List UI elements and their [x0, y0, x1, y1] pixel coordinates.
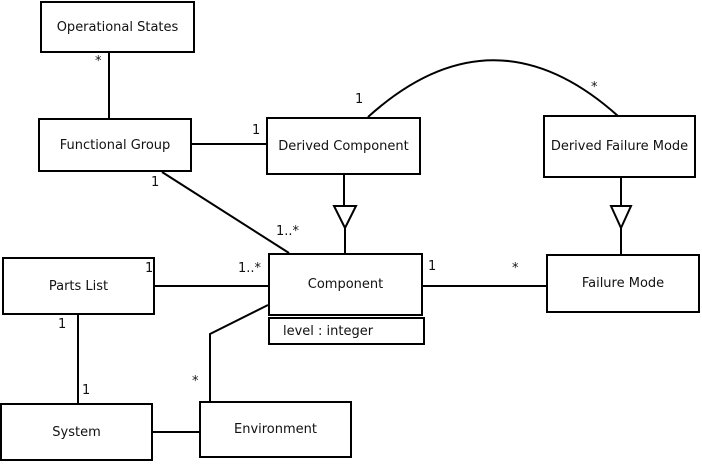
multiplicity-label: * [591, 80, 598, 95]
multiplicity-label: 1..* [238, 261, 262, 276]
connector-environment-component [209, 304, 269, 401]
class-component: Component [268, 253, 423, 316]
class-name-label: Component [307, 277, 384, 292]
class-name-label: Parts List [48, 278, 109, 294]
multiplicity-label: 1 [151, 175, 160, 190]
class-parts-list: Parts List [2, 257, 155, 315]
class-failure-mode: Failure Mode [546, 254, 700, 313]
attribute-label: level : integer [283, 323, 374, 339]
class-name-label: Derived Failure Mode [550, 139, 689, 154]
multiplicity-label: 1 [145, 261, 154, 276]
connector-functional-group-component [161, 171, 290, 254]
multiplicity-label: 1 [82, 383, 91, 398]
class-name-label: Failure Mode [581, 276, 665, 291]
class-name-label: System [52, 424, 101, 440]
class-operational-states: Operational States [40, 1, 195, 53]
class-environment: Environment [199, 401, 352, 458]
generalization-triangle-icon [332, 205, 358, 231]
generalization-triangle-icon [609, 205, 633, 231]
multiplicity-label: 1 [428, 259, 437, 274]
class-name-label: Operational States [56, 19, 179, 35]
connector-arc-derived-component-derived-failure-mode [367, 59, 619, 118]
multiplicity-label: * [95, 54, 102, 69]
class-functional-group: Functional Group [38, 118, 192, 172]
class-component-attributes: level : integer [268, 317, 425, 345]
class-name-label: Derived Component [278, 138, 409, 154]
multiplicity-label: 1 [355, 92, 364, 107]
class-name-label: Environment [233, 422, 317, 437]
class-system: System [0, 403, 153, 461]
multiplicity-label: * [192, 374, 199, 389]
class-name-label: Functional Group [59, 137, 171, 153]
multiplicity-label: 1 [58, 317, 67, 332]
class-derived-failure-mode: Derived Failure Mode [543, 115, 696, 178]
multiplicity-label: 1 [252, 123, 261, 138]
multiplicity-label: 1..* [276, 224, 300, 239]
class-derived-component: Derived Component [266, 117, 421, 175]
multiplicity-label: * [512, 261, 519, 276]
